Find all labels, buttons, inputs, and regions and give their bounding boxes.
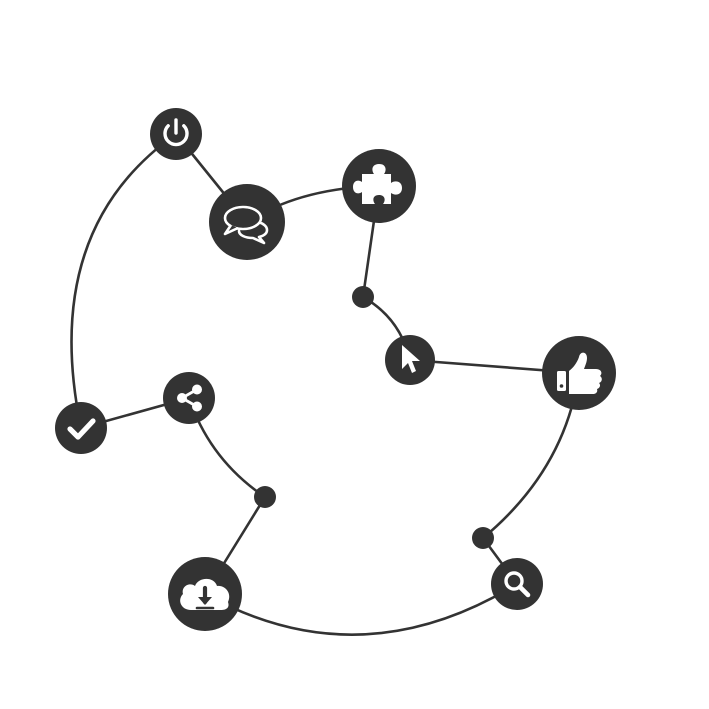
search-node[interactable] [491,558,543,610]
download-node[interactable] [168,557,242,631]
like-node[interactable] [542,336,616,410]
icon-nodes [55,108,616,631]
puzzle-node[interactable] [342,149,416,223]
junction-dots [254,286,494,549]
share-node[interactable] [163,372,215,424]
power-node[interactable] [150,108,202,160]
cursor-node[interactable] [385,335,435,385]
puzzle-piece-icon [353,164,402,204]
chat-node[interactable] [209,184,285,260]
share-node-circle [163,372,215,424]
mouse-cursor-icon [402,345,420,373]
edge-check-power [70,132,178,430]
junction-dot-lower-left [254,486,276,508]
check-node[interactable] [55,402,107,454]
cloud-download-icon [180,578,230,610]
junction-dot-lower-right [472,527,494,549]
power-icon [163,118,189,147]
junction-dot-upper [352,286,374,308]
chat-bubbles-icon [223,205,269,245]
connections [70,132,581,636]
thumbs-up-icon [557,352,602,394]
edge-search-download [203,582,519,636]
check-node-circle [55,402,107,454]
search-node-circle [491,558,543,610]
magnifier-icon [504,571,531,598]
checkmark-icon [67,418,96,440]
share-icon [177,384,202,412]
